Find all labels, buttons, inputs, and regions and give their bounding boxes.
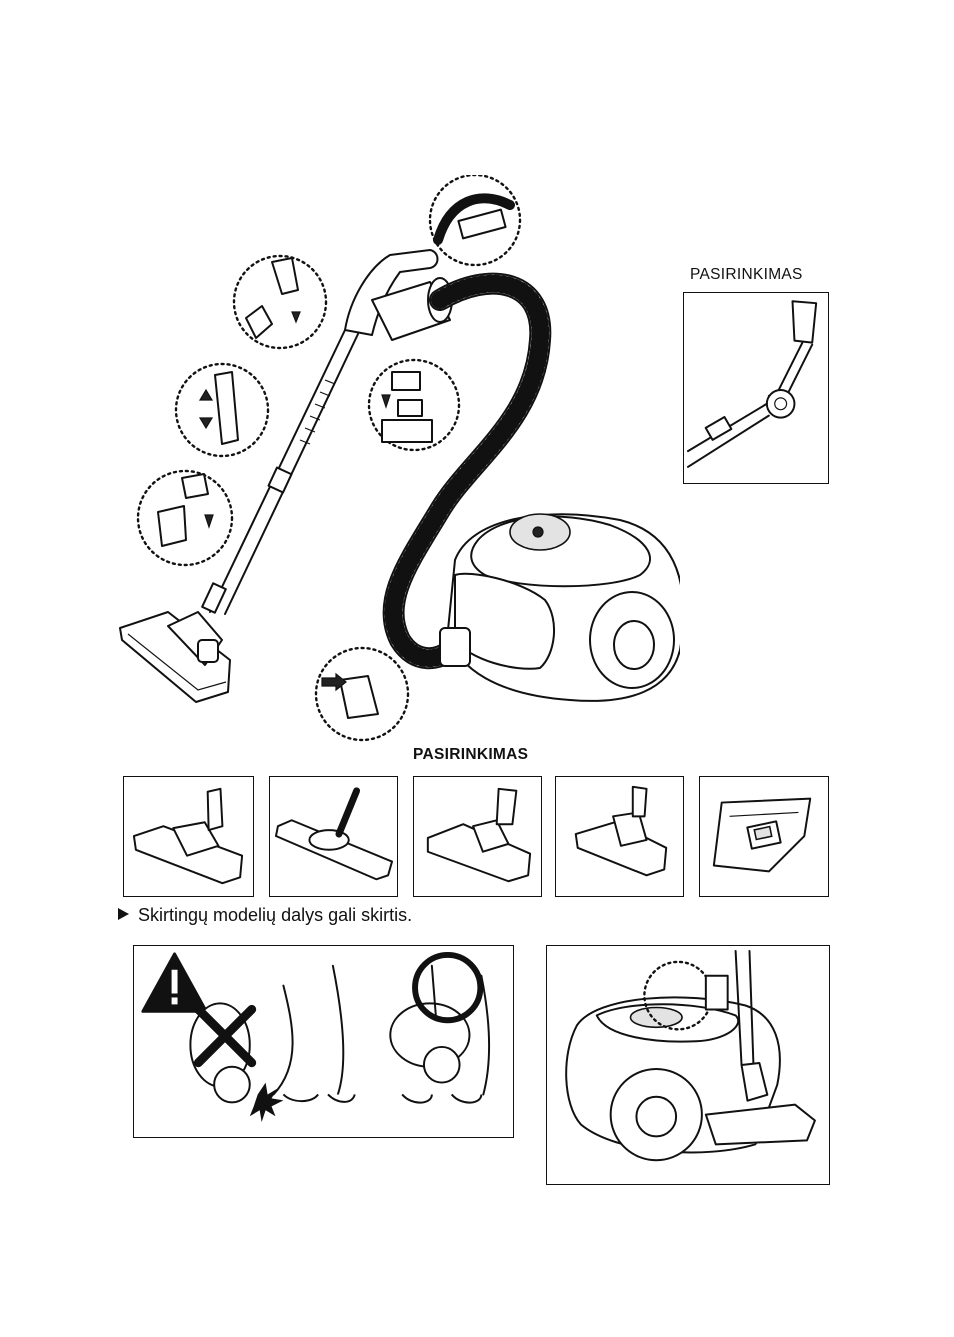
storage-illustration [547, 946, 829, 1184]
warning-illustration [134, 946, 513, 1137]
floor-nozzle-2step-illustration [124, 777, 253, 896]
floor-brush-illustration [414, 777, 541, 896]
model-note: Skirtingų modelių dalys gali skirtis. [118, 905, 412, 926]
vacuum-body [440, 514, 680, 701]
hose-hook-illustration [684, 293, 828, 483]
warning-box [133, 945, 514, 1138]
detail-nozzle-connect [138, 471, 232, 565]
accessory-floor-nozzle [123, 776, 254, 897]
warning-triangle-icon [143, 954, 206, 1011]
accessory-turbo-brush [555, 776, 684, 897]
main-assembly-illustration [110, 175, 680, 750]
optional-label-right: PASIRINKIMAS [690, 266, 803, 284]
accessory-dust-bag [699, 776, 829, 897]
detail-hose-handle [430, 175, 520, 265]
turbo-brush-illustration [556, 777, 683, 896]
accessory-floor-brush [413, 776, 542, 897]
arrow-icon [118, 908, 129, 920]
model-note-text: Skirtingų modelių dalys gali skirtis. [138, 905, 412, 925]
detail-filter [369, 360, 459, 450]
parquet-brush-illustration [270, 777, 397, 896]
detail-tube-connect [234, 256, 326, 348]
optional-hose-hook-box [683, 292, 829, 484]
storage-box [546, 945, 830, 1185]
detail-tube-adjust [176, 364, 268, 456]
optional-label-center: PASIRINKIMAS [413, 746, 528, 764]
dust-bag-illustration [700, 777, 828, 896]
detail-hose-inlet [316, 648, 408, 740]
floor-nozzle [120, 612, 230, 702]
accessory-parquet-brush [269, 776, 398, 897]
